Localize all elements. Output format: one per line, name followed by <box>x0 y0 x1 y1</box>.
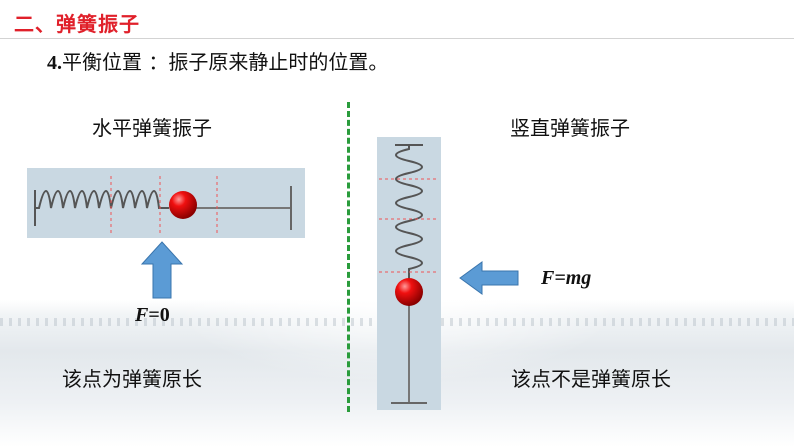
horizontal-spring-panel <box>27 168 305 238</box>
horizontal-spring-diagram <box>34 176 292 236</box>
horizontal-force-label: F=0 <box>135 304 170 327</box>
horizontal-ball-graphic <box>169 191 197 219</box>
subtitle-number: 4. <box>47 52 62 74</box>
horizontal-ball <box>169 191 197 219</box>
vertical-caption: 该点不是弹簧原长 <box>511 367 671 391</box>
vertical-position-marks <box>379 178 439 273</box>
header-bar <box>0 0 794 40</box>
vertical-ball <box>395 278 423 306</box>
section-title: 二、弹簧振子 <box>14 12 140 36</box>
vertical-force-label: F=mg <box>541 267 591 290</box>
horizontal-title: 水平弹簧振子 <box>92 116 212 140</box>
horizontal-caption: 该点为弹簧原长 <box>62 367 202 391</box>
left-arrow-icon <box>459 261 519 295</box>
subtitle-text: 平衡位置 ：振子原来静止时的位置。 <box>62 50 389 74</box>
horizontal-position-marks <box>110 176 218 236</box>
vertical-title: 竖直弹簧振子 <box>510 116 630 140</box>
center-divider <box>347 102 350 412</box>
horizontal-force-var: F <box>135 304 149 326</box>
header-rule <box>0 38 794 39</box>
vertical-force-value: =mg <box>554 267 592 289</box>
up-arrow-icon <box>140 241 184 299</box>
subtitle: 4.平衡位置 ：振子原来静止时的位置。 <box>47 46 388 75</box>
vertical-force-var: F <box>541 267 555 289</box>
horizontal-spring <box>35 190 169 209</box>
vertical-spring-panel <box>377 137 441 410</box>
vertical-spring-diagram <box>379 144 439 404</box>
vertical-spring <box>395 145 423 279</box>
horizontal-force-value: =0 <box>148 304 170 326</box>
